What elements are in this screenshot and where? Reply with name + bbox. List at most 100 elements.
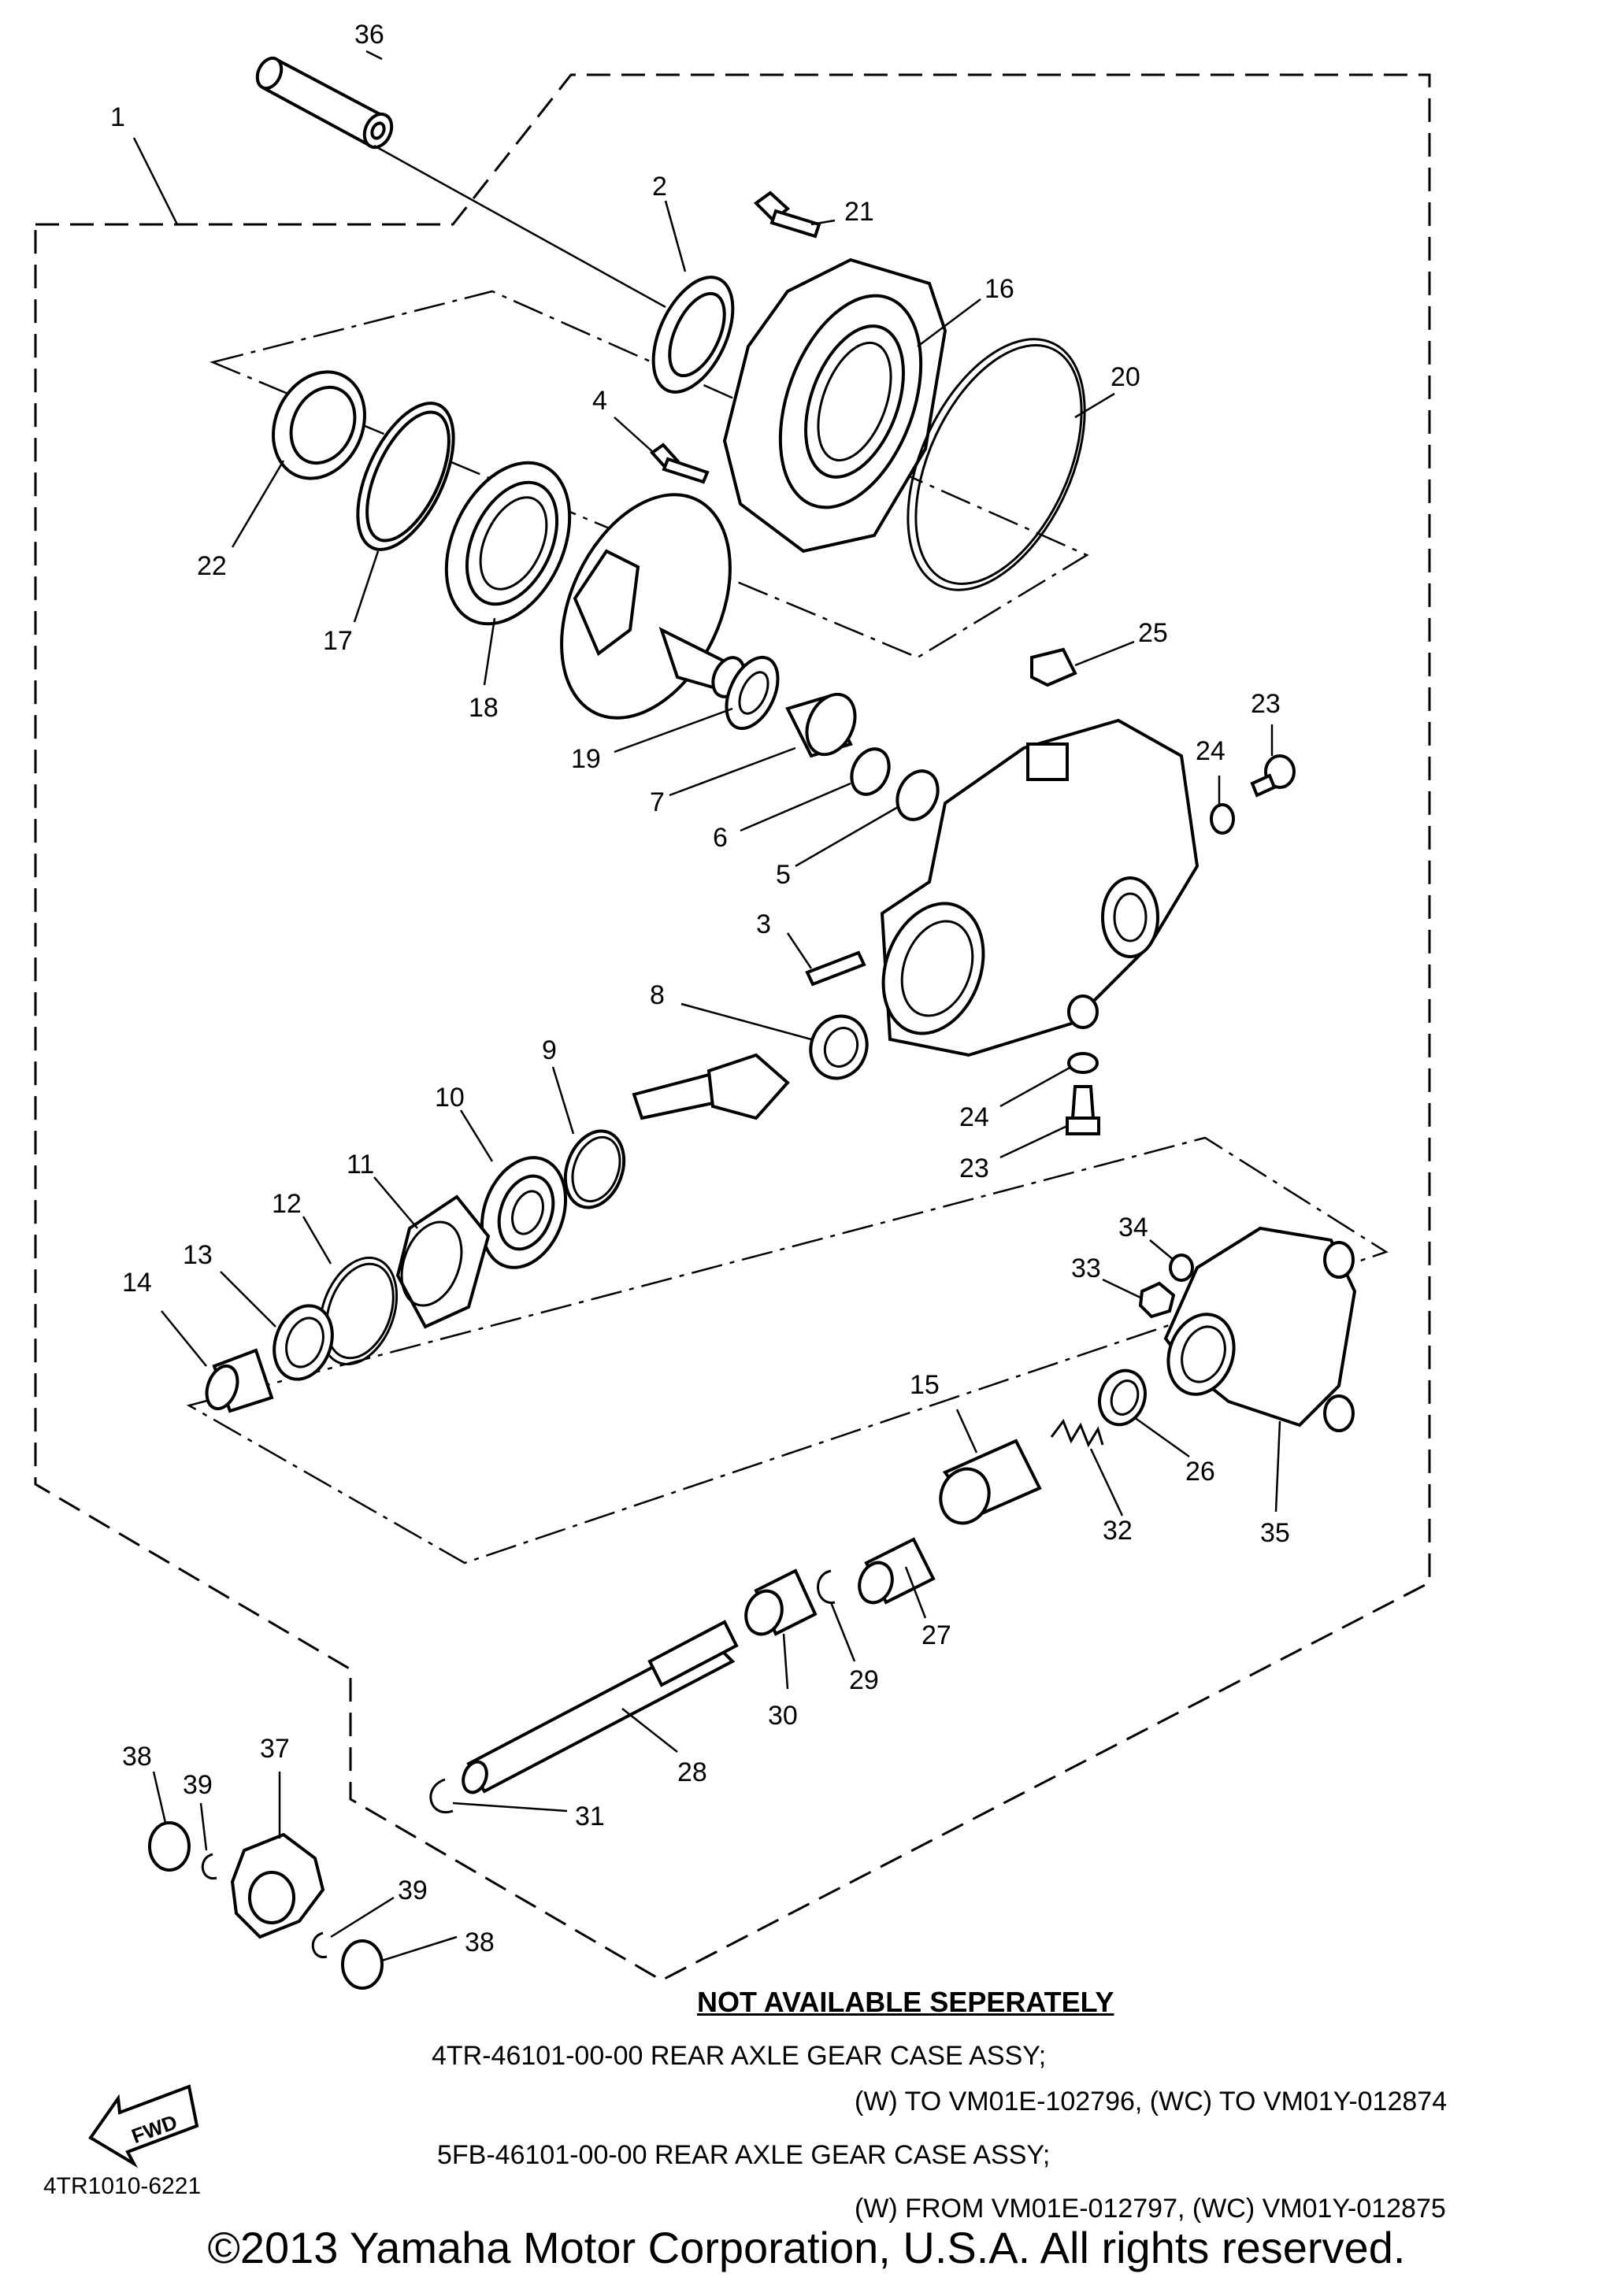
lower-subgroup-outline	[186, 1136, 1389, 1565]
callout-32: 32	[1103, 1516, 1133, 1546]
collar-26-inner	[1110, 1379, 1140, 1416]
bearing-housing-16	[722, 257, 947, 554]
bolt-4	[650, 443, 710, 484]
collar-26	[1098, 1368, 1147, 1427]
bearing-cup-38-lower	[341, 1939, 384, 1990]
callout-35: 35	[1260, 1518, 1290, 1548]
callout-6: 6	[713, 823, 728, 853]
callout-25: 25	[1138, 618, 1168, 648]
callout-28: 28	[677, 1757, 707, 1787]
callout-17: 17	[323, 626, 353, 656]
callout-33: 33	[1071, 1254, 1101, 1283]
circlip-31	[429, 1778, 454, 1814]
sleeve-36	[255, 56, 394, 150]
assembly-boundary	[34, 73, 1431, 1982]
callout-8: 8	[650, 980, 665, 1010]
stud-3	[805, 950, 866, 987]
callout-38-lower: 38	[465, 1928, 495, 1957]
bearing-18	[444, 461, 572, 626]
plug-bolt-23-lower	[1066, 1085, 1100, 1135]
callout-5: 5	[776, 860, 791, 890]
callout-30: 30	[768, 1701, 798, 1731]
nut-33	[1138, 1281, 1176, 1319]
callout-4: 4	[592, 386, 607, 416]
callout-34: 34	[1118, 1213, 1148, 1242]
plug-bolt-23-upper	[1250, 754, 1296, 798]
washer-24-lower	[1067, 1052, 1099, 1074]
callout-31: 31	[575, 1802, 605, 1831]
drive-pinion	[632, 1053, 790, 1120]
callout-36: 36	[354, 20, 384, 50]
sleeve-27	[858, 1537, 936, 1605]
shim-17-inner	[365, 410, 451, 543]
callout-37: 37	[260, 1734, 290, 1764]
copyright-notice: ©2013 Yamaha Motor Corporation, U.S.A. A…	[207, 2223, 1406, 2272]
callout-14: 14	[122, 1268, 152, 1298]
bearing-10	[480, 1156, 568, 1269]
bolt-21	[753, 191, 821, 239]
assy-note-line2: (W) TO VM01E-102796, (WC) TO VM01Y-01287…	[855, 2087, 1448, 2116]
callout-21: 21	[844, 197, 874, 227]
shaft-28	[462, 1620, 739, 1794]
callout-9: 9	[542, 1035, 557, 1065]
callout-39-upper: 39	[183, 1770, 213, 1800]
oil-seal-13-inner	[285, 1316, 324, 1368]
housing-35	[1163, 1226, 1357, 1432]
fwd-arrow-icon: FWD	[88, 2084, 199, 2168]
callout-3: 3	[756, 909, 771, 939]
washer-24-upper	[1210, 803, 1235, 835]
circlip-39-lower	[311, 1931, 328, 1958]
bearing-7	[785, 692, 857, 758]
shim-19-inner	[738, 671, 769, 715]
collar-5	[895, 769, 940, 821]
callout-16: 16	[984, 274, 1014, 304]
washer-34	[1169, 1254, 1194, 1282]
callout-19: 19	[571, 744, 601, 774]
ring-gear	[560, 493, 746, 720]
callout-24-upper: 24	[1196, 736, 1226, 766]
coupling-30	[744, 1568, 818, 1636]
spring-32	[1050, 1418, 1104, 1448]
callouts: 36 1 2 21 16 20 4 22 17 18 25 23 24 19 7…	[110, 20, 1290, 1957]
assy-note-line3: 5FB-46101-00-00 REAR AXLE GEAR CASE ASSY…	[437, 2140, 1051, 2170]
callout-23-upper: 23	[1251, 689, 1281, 719]
circlip-39-upper	[201, 1853, 217, 1879]
o-ring-20	[907, 338, 1086, 591]
callout-29: 29	[849, 1665, 879, 1695]
oil-seal-22	[272, 370, 366, 480]
boot-15	[939, 1439, 1042, 1525]
not-available-heading: NOT AVAILABLE SEPERATELY	[697, 1986, 1114, 2018]
callout-12: 12	[272, 1189, 302, 1219]
circlip-29	[817, 1569, 836, 1604]
o-ring-20-inner	[914, 344, 1083, 585]
bearing-retainer-11	[395, 1194, 491, 1329]
assy-note-line4: (W) FROM VM01E-012797, (WC) VM01Y-012875	[855, 2194, 1446, 2224]
collar-14-end	[205, 1364, 239, 1411]
bearing-8	[809, 1014, 869, 1080]
universal-joint-37	[230, 1832, 325, 1939]
oil-seal-13	[273, 1304, 334, 1381]
o-ring-12-inner	[325, 1262, 395, 1360]
callout-2: 2	[652, 172, 667, 202]
callout-1: 1	[110, 102, 125, 132]
bearing-cup-38-upper	[148, 1821, 191, 1872]
callout-39-lower: 39	[398, 1876, 428, 1905]
leader-lines	[132, 50, 1281, 1962]
bearing-8-inner	[823, 1027, 859, 1068]
callout-20: 20	[1111, 362, 1140, 392]
callout-15: 15	[910, 1370, 940, 1400]
callout-10: 10	[435, 1083, 465, 1113]
oil-seal-2	[651, 276, 735, 394]
callout-23-lower: 23	[959, 1154, 989, 1183]
callout-38-upper: 38	[122, 1742, 152, 1772]
callout-26: 26	[1185, 1457, 1215, 1487]
collar-6	[850, 747, 891, 796]
callout-11: 11	[347, 1150, 374, 1179]
gear-case	[880, 718, 1200, 1057]
shim-9-inner	[571, 1135, 621, 1203]
diagram-code: 4TR1010-6221	[43, 2173, 202, 2199]
callout-22: 22	[197, 551, 227, 581]
callout-7: 7	[650, 787, 665, 817]
callout-18: 18	[469, 693, 499, 723]
o-ring-12	[318, 1256, 399, 1366]
